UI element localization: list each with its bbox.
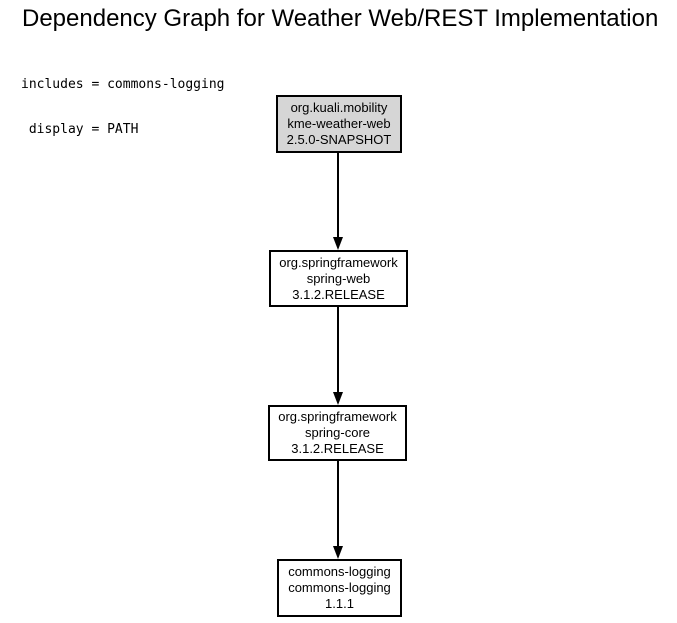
node-group-id: org.springframework [279,254,398,270]
node-commons-logging: commons-logging commons-logging 1.1.1 [277,559,402,617]
node-version: 3.1.2.RELEASE [291,441,384,456]
edge-kme-weather-web-to-spring-web [337,152,339,238]
graph-parameters: includes = commons-logging display = PAT… [21,47,225,167]
arrowhead-down-icon [333,392,343,405]
param-includes: includes = commons-logging [21,77,225,92]
node-artifact-id: kme-weather-web [287,116,391,131]
node-version: 2.5.0-SNAPSHOT [286,132,392,147]
arrowhead-down-icon [333,237,343,250]
node-artifact-id: spring-core [304,425,371,440]
node-version: 1.1.1 [325,596,354,611]
edge-spring-web-to-spring-core [337,307,339,393]
node-spring-core: org.springframework spring-core 3.1.2.RE… [268,405,407,461]
node-group-id: commons-logging [288,564,391,579]
node-spring-web: org.springframework spring-web 3.1.2.REL… [269,250,408,307]
node-version: 3.1.2.RELEASE [292,286,385,302]
arrowhead-down-icon [333,546,343,559]
node-group-id: org.kuali.mobility [290,100,388,115]
graph-title: Dependency Graph for Weather Web/REST Im… [22,5,659,32]
edge-spring-core-to-commons-logging [337,461,339,547]
param-display: display = PATH [21,122,139,137]
node-group-id: org.springframework [278,409,397,424]
node-kme-weather-web: org.kuali.mobility kme-weather-web 2.5.0… [276,95,402,153]
node-artifact-id: commons-logging [288,580,391,595]
node-artifact-id: spring-web [306,270,371,286]
